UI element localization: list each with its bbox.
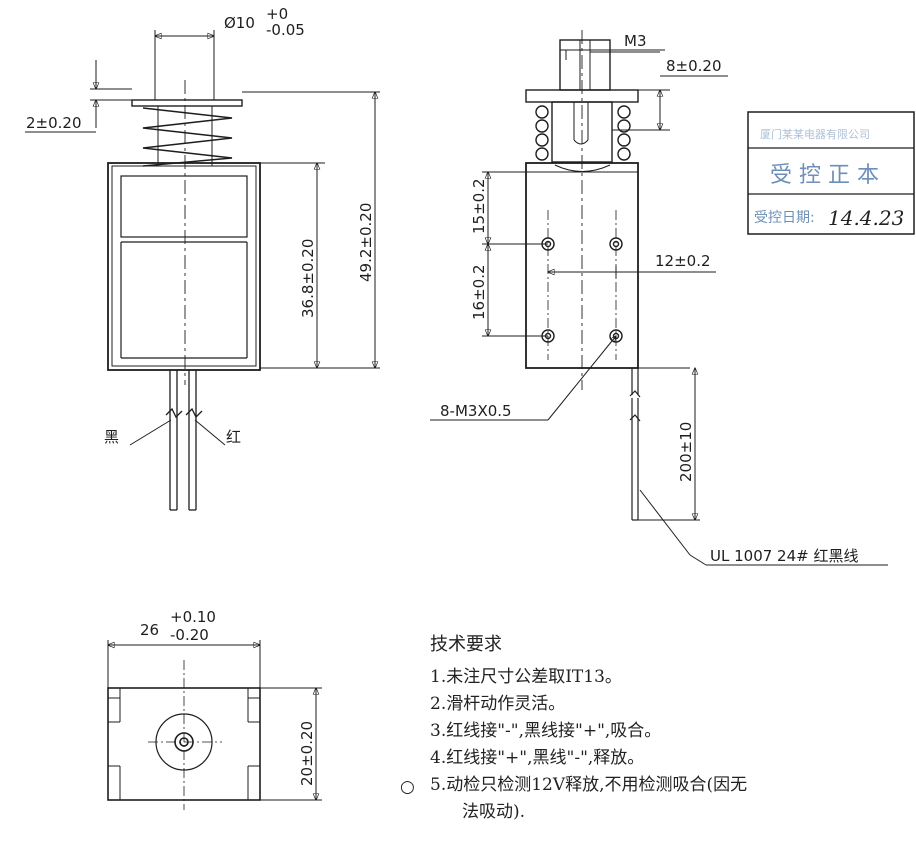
plunger-diameter-tol-upper: +0 xyxy=(266,5,288,23)
stamp-main: 受 控 正 本 xyxy=(770,163,879,188)
plunger-top xyxy=(559,39,611,91)
front-view: 黑 红 Ø10 +0 -0.05 2±0.20 36.8±0.20 49.2±0… xyxy=(25,5,380,511)
note-item-4: 4.红线接"+",黑线"-",释放。 xyxy=(430,748,645,768)
total-length-dim: 49.2±0.20 xyxy=(357,203,375,282)
body-length-dim: 36.8±0.20 xyxy=(299,239,317,318)
side-lead-wire xyxy=(629,368,700,520)
hole-spacing-horizontal-dim: 12±0.2 xyxy=(655,252,711,270)
notes-title: 技术要求 xyxy=(430,634,502,655)
hole-spacing-upper-dim: 15±0.2 xyxy=(470,178,488,234)
width-dim: 26 xyxy=(140,621,159,639)
plunger-diameter-tol-lower: -0.05 xyxy=(266,21,305,39)
coil-section xyxy=(120,175,248,238)
plunger-cap-plate xyxy=(131,99,243,107)
width-tol-upper: +0.10 xyxy=(170,608,216,626)
width-tol-lower: -0.20 xyxy=(170,626,209,644)
spring xyxy=(142,107,233,167)
depth-dim: 20±0.20 xyxy=(298,721,316,786)
stamp-date-label: 受控日期: xyxy=(754,210,815,226)
solenoid-frame xyxy=(107,162,261,371)
note-item-3: 3.红线接"-",黑线接"+",吸合。 xyxy=(430,721,662,741)
note-circle-marker: ○ xyxy=(400,777,415,797)
technical-requirements: 技术要求 1.未注尺寸公差取IT13。 2.滑杆动作灵活。 3.红线接"-",黑… xyxy=(400,630,910,826)
thread-spec-label: M3 xyxy=(624,32,647,50)
note-item-5-text: 5.动检只检测12V释放,不用检测吸合(因无 xyxy=(430,775,748,795)
stamp-date-value: 14.4.23 xyxy=(828,206,904,230)
lead-length-dim: 200±10 xyxy=(677,422,695,482)
note-item-5: ○ 5.动检只检测12V释放,不用检测吸合(因无 xyxy=(400,772,910,799)
stamp-header: 厦门某某电器有限公司 xyxy=(760,127,870,141)
mounting-thread-label: 8-M3X0.5 xyxy=(440,402,512,420)
controlled-copy-stamp: 厦门某某电器有限公司 受 控 正 本 受控日期: 14.4.23 xyxy=(747,111,915,235)
lead-wires xyxy=(165,370,203,511)
note-item-2: 2.滑杆动作灵活。 xyxy=(430,694,566,714)
top-view: 26 +0.10 -0.20 20±0.20 xyxy=(107,608,322,810)
plunger-offset-dim: 8±0.20 xyxy=(666,57,722,75)
side-view: M3 8±0.20 xyxy=(430,30,888,566)
spring-coils xyxy=(535,105,631,161)
hole-spacing-lower-dim: 16±0.2 xyxy=(470,264,488,320)
plunger-diameter-dim: Ø10 xyxy=(224,14,255,32)
note-item-1: 1.未注尺寸公差取IT13。 xyxy=(430,667,622,687)
black-wire-label: 黑 xyxy=(104,428,119,446)
red-wire-label: 红 xyxy=(226,428,241,446)
wire-spec-label: UL 1007 24# 红黑线 xyxy=(710,547,858,565)
stroke-dim: 2±0.20 xyxy=(26,114,82,132)
note-item-5-continued: 法吸动). xyxy=(462,802,526,822)
